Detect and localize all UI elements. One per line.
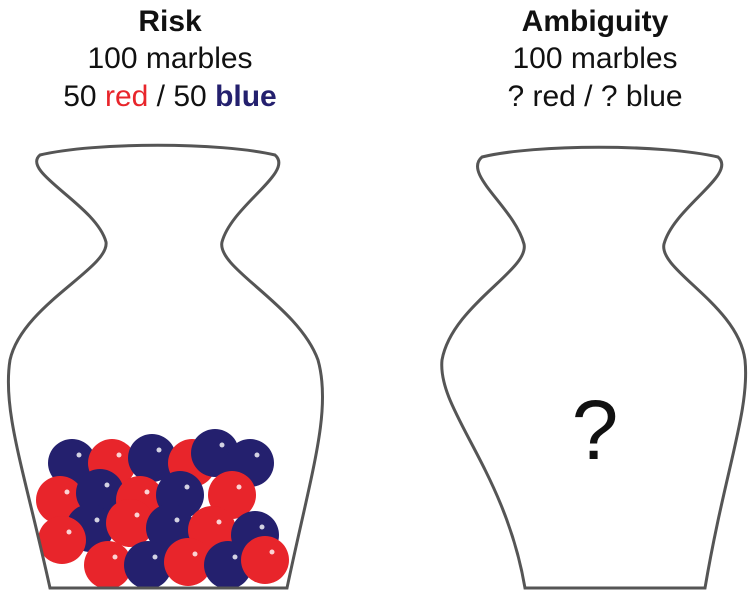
marble-highlight [259, 524, 265, 530]
marble-blue [204, 541, 252, 588]
marble-red [241, 536, 289, 584]
risk-header: Risk 100 marbles 50 red / 50 blue [5, 4, 335, 116]
marble-highlight [219, 442, 225, 448]
marble-highlight [156, 447, 162, 453]
risk-separator: / [148, 80, 174, 113]
marble-red [208, 471, 256, 519]
marble-highlight [192, 551, 198, 557]
marble-red [38, 516, 86, 564]
marble-red [164, 538, 212, 586]
marble-highlight [144, 489, 150, 495]
marble-highlight [152, 554, 158, 560]
marble-highlight [254, 452, 260, 458]
marble-highlight [64, 489, 70, 495]
marble-red [106, 499, 154, 547]
marble-red [84, 541, 132, 588]
risk-blue-label: blue [215, 80, 277, 113]
risk-red-count: 50 [63, 80, 97, 113]
marble-highlight [76, 452, 82, 458]
marble-highlight [216, 519, 222, 525]
risk-count-line: 100 marbles [87, 42, 253, 75]
marble-highlight [94, 517, 100, 523]
risk-title: Risk [138, 5, 202, 38]
marble-highlight [232, 554, 238, 560]
ambiguity-ratio-line: ? red / ? blue [507, 80, 683, 113]
marble-blue [128, 434, 176, 482]
marble-blue [124, 541, 172, 588]
marble-highlight [112, 554, 118, 560]
marble-highlight [174, 517, 180, 523]
marble-pile [36, 429, 289, 588]
risk-ratio-line: 50 red / 50 blue [5, 78, 335, 116]
marble-highlight [104, 482, 110, 488]
marble-highlight [184, 484, 190, 490]
marble-highlight [134, 512, 140, 518]
marble-highlight [116, 452, 122, 458]
risk-vase [6, 143, 325, 590]
risk-blue-count: 50 [173, 80, 207, 113]
marble-blue [48, 439, 96, 487]
marble-highlight [269, 549, 275, 555]
unknown-content-mark: ? [571, 383, 619, 477]
marble-red [36, 476, 84, 524]
risk-red-label: red [104, 80, 149, 113]
marble-highlight [236, 484, 242, 490]
ambiguity-count-line: 100 marbles [512, 42, 678, 75]
marble-highlight [66, 529, 72, 535]
ambiguity-header: Ambiguity 100 marbles ? red / ? blue [430, 4, 750, 116]
ambiguity-vase [440, 145, 748, 590]
ambiguity-title: Ambiguity [521, 5, 669, 38]
